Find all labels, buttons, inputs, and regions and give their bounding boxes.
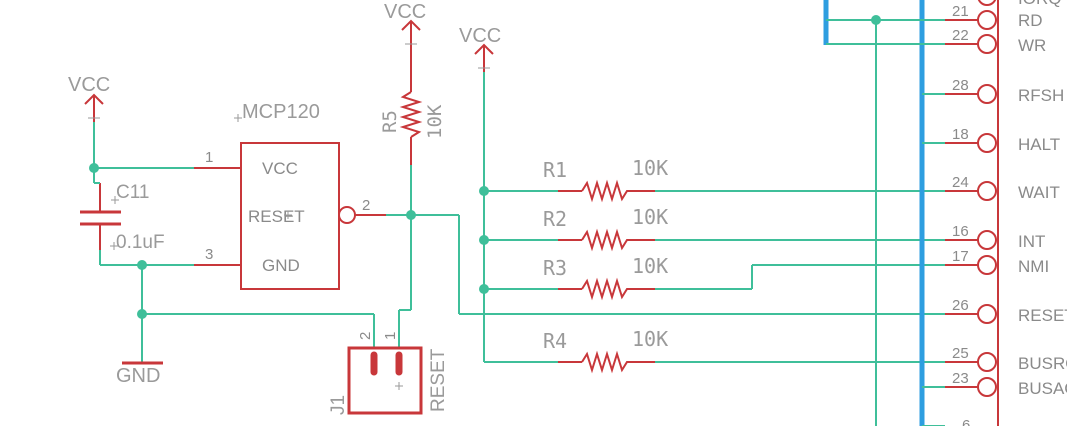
ic-pin3-num: 3 xyxy=(205,246,213,263)
resistor-r3: R3 10K xyxy=(484,254,945,301)
cpu-pin-wr-num: 22 xyxy=(952,27,969,44)
vcc-symbol-mid: VCC xyxy=(459,25,501,72)
cpu-pin-wait: 24 WAIT xyxy=(945,174,1060,202)
cpu-pin-6-num: 6 xyxy=(962,417,970,426)
resistor-r2: R2 10K xyxy=(484,205,945,252)
vcc-mid-label: VCC xyxy=(459,25,501,47)
cpu-pin-6: 6 xyxy=(962,417,970,426)
cpu-pin-nmi-label: NMI xyxy=(1018,257,1049,276)
capacitor-name: C11 xyxy=(116,182,149,203)
r5-value: 10K xyxy=(424,104,446,139)
j1-pin1-num: 1 xyxy=(382,332,399,340)
cpu-symbol: IORQ 21 RD 22 WR 28 RFSH 18 HALT xyxy=(945,0,1067,426)
cpu-pin-busack-label: BUSACK xyxy=(1018,379,1067,398)
vcc-symbol-top: VCC xyxy=(384,1,426,46)
r2-name: R2 xyxy=(543,207,567,231)
cpu-pin-iorq: IORQ xyxy=(977,0,1061,8)
capacitor-value: 0.1uF xyxy=(116,232,165,253)
r4-name: R4 xyxy=(543,329,567,353)
cpu-pin-reset-num: 26 xyxy=(952,297,969,314)
cpu-pin-busrq-num: 25 xyxy=(952,345,969,362)
capacitor-c11: C11 0.1uF xyxy=(80,122,194,266)
cpu-pin-busrq: 25 BUSRQ xyxy=(945,345,1067,373)
cpu-pin-rfsh-label: RFSH xyxy=(1018,86,1064,105)
cpu-pin-iorq-label: IORQ xyxy=(1018,0,1061,8)
r2-value: 10K xyxy=(632,205,668,229)
cpu-pin-wr-label: WR xyxy=(1018,36,1046,55)
gnd-label: GND xyxy=(116,365,160,387)
cpu-pin-rd: 21 RD xyxy=(945,3,1043,30)
cpu-pin-reset: 26 RESET xyxy=(945,297,1067,325)
cpu-pin-nmi-num: 17 xyxy=(952,248,969,265)
ic-pin2-num: 2 xyxy=(362,197,370,214)
cpu-pin-nmi: 17 NMI xyxy=(945,248,1049,276)
r3-value: 10K xyxy=(632,254,668,278)
j1-value: RESET xyxy=(428,348,449,412)
gnd-symbol: GND xyxy=(116,265,163,387)
resistor-r5: R5 10K xyxy=(379,46,446,310)
r4-value: 10K xyxy=(632,327,668,351)
cpu-pin-wait-label: WAIT xyxy=(1018,183,1060,202)
r5-name: R5 xyxy=(379,110,401,133)
ic-pin1-label: VCC xyxy=(262,159,298,178)
ic-name: MCP120 xyxy=(242,101,320,123)
ic-pin3-label: GND xyxy=(262,256,300,275)
cpu-pin-int-label: INT xyxy=(1018,232,1045,251)
cpu-pin-halt: 18 HALT xyxy=(945,126,1060,154)
ic-pin2-label: RESET xyxy=(248,207,305,226)
cpu-pin-wr: 22 WR xyxy=(945,27,1046,55)
j1-name: J1 xyxy=(328,395,349,415)
cpu-pin-busrq-label: BUSRQ xyxy=(1018,354,1067,373)
cpu-pin-rd-num: 21 xyxy=(952,3,969,20)
cpu-pin-rd-label: RD xyxy=(1018,11,1043,30)
cpu-pin-int-num: 16 xyxy=(952,223,969,240)
cpu-pin-rfsh-num: 28 xyxy=(952,77,969,94)
vcc-left-label: VCC xyxy=(68,74,110,96)
j1-pin2-num: 2 xyxy=(357,332,374,340)
cpu-pin-busack-num: 23 xyxy=(952,370,969,387)
cpu-pin-halt-label: HALT xyxy=(1018,135,1060,154)
r1-value: 10K xyxy=(632,156,668,180)
junction-rd xyxy=(871,15,881,25)
cpu-pin-halt-num: 18 xyxy=(952,126,969,143)
cpu-pin-int: 16 INT xyxy=(945,223,1045,251)
ic-pin1-num: 1 xyxy=(205,149,213,166)
vcc-top-label: VCC xyxy=(384,1,426,23)
cpu-pin-rfsh: 28 RFSH xyxy=(945,77,1064,105)
ic-mcp120: MCP120 1 2 3 VCC RESET GND xyxy=(194,101,386,290)
resistor-r1: R1 10K xyxy=(484,156,945,203)
r1-name: R1 xyxy=(543,158,567,182)
junction-vcc-left xyxy=(89,163,99,173)
cpu-pin-wait-num: 24 xyxy=(952,174,969,191)
vcc-symbol-left: VCC xyxy=(68,74,110,122)
connector-j1: 2 1 J1 RESET xyxy=(328,332,449,415)
r3-name: R3 xyxy=(543,256,567,280)
resistor-r4: R4 10K xyxy=(484,327,945,374)
cpu-pin-reset-label: RESET xyxy=(1018,306,1067,325)
cpu-pin-busack: 23 BUSACK xyxy=(945,370,1067,398)
